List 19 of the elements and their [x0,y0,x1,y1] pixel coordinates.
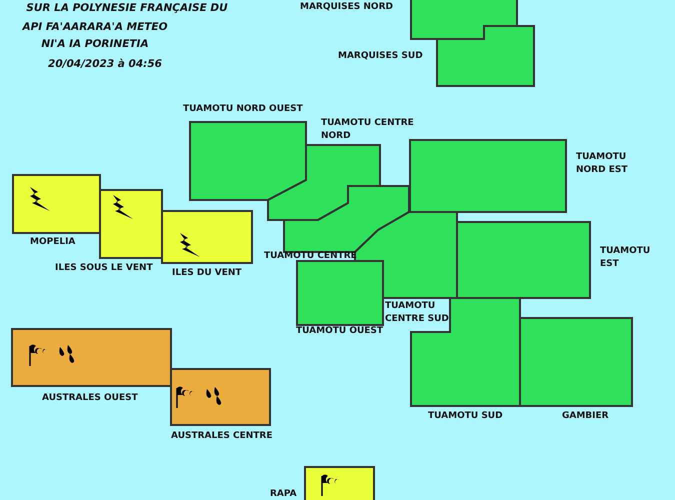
zone-label: MARQUISES SUD [338,50,423,63]
zone-label: GAMBIER [562,410,609,423]
zone-label: TUAMOTU SUD [428,410,503,423]
zone-label: TUAMOTU OUEST [296,325,384,338]
zone-label: AUSTRALES CENTRE [171,430,273,443]
header-text: SUR LA POLYNESIE FRANÇAISE DU [25,1,229,16]
zone-label: TUAMOTU CENTRE SUD [385,300,450,326]
zone-label: AUSTRALES OUEST [42,392,138,405]
zone-label: ILES SOUS LE VENT [55,262,153,275]
zone-label: TUAMOTU NORD EST [576,151,628,177]
header-text: 20/04/2023 à 04:56 [47,57,163,72]
zone-label: ILES DU VENT [172,267,242,280]
zone-label: TUAMOTU CENTRE NORD [321,117,415,143]
header-text: API FA'AARARA'A METEO NI'A IA PORINETIA [21,20,169,52]
zone-label: RAPA [270,488,297,500]
zone-label: TUAMOTU NORD OUEST [183,103,303,116]
zone-label: TUAMOTU EST [600,245,652,271]
zone-label: MARQUISES NORD [300,1,393,14]
zone-label: MOPELIA [30,236,76,249]
